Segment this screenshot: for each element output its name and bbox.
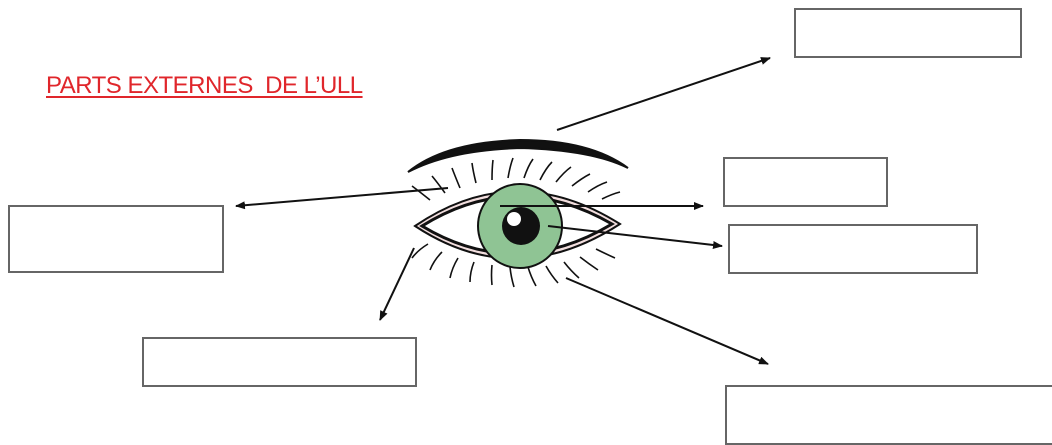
worksheet-title: PARTS EXTERNES DE L’ULL	[46, 72, 363, 99]
label-box-iris[interactable]	[728, 224, 978, 274]
pupil	[502, 207, 540, 245]
arrow-to-iris-box	[547, 225, 723, 249]
lower-eyelashes	[411, 243, 616, 288]
arrow-to-lower-lash-box	[379, 247, 415, 321]
eyebrow	[407, 138, 629, 173]
arrow-to-bottom-right	[565, 277, 769, 365]
upper-eyelashes	[411, 157, 621, 201]
label-box-bottom-right[interactable]	[725, 385, 1052, 445]
label-box-top-right[interactable]	[794, 8, 1022, 58]
label-box-lower-lash[interactable]	[142, 337, 417, 387]
label-box-eyelash[interactable]	[723, 157, 888, 207]
pointer-arrows	[235, 57, 771, 365]
arrow-to-eyelid-box	[235, 187, 449, 210]
label-box-eyelid[interactable]	[8, 205, 224, 273]
pupil-highlight	[507, 212, 521, 226]
arrow-to-top-right	[556, 57, 771, 131]
